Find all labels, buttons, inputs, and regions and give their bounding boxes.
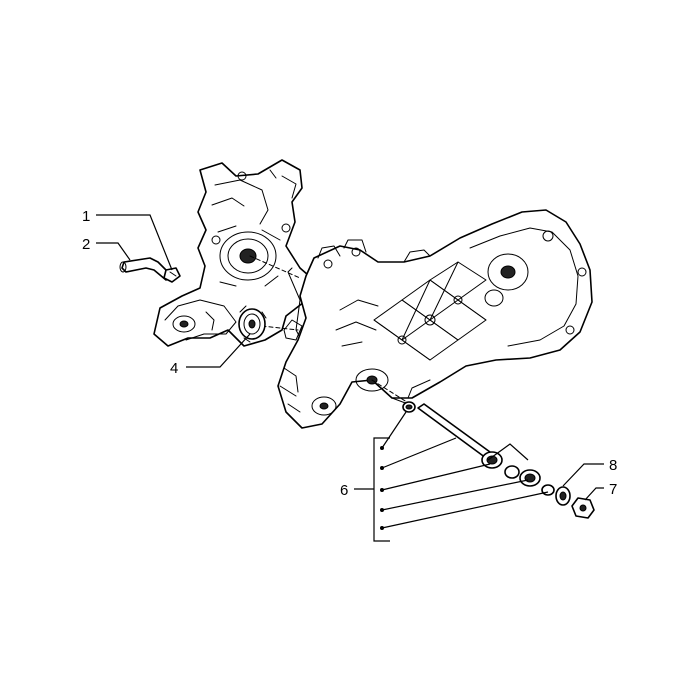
callout-4: 4 <box>170 360 178 377</box>
callout-7: 7 <box>609 481 617 498</box>
callout-6: 6 <box>340 482 348 499</box>
right-crankcase-half <box>277 209 593 429</box>
callout-8: 8 <box>609 457 617 474</box>
leader-dots <box>380 446 384 530</box>
callout-2: 2 <box>82 236 90 253</box>
left-crankcase-half <box>153 159 317 347</box>
hose-clip <box>163 267 181 283</box>
axis-line <box>249 255 301 279</box>
oil-seal <box>238 305 267 343</box>
gear-shaft-assembly <box>402 401 555 496</box>
breather-hose <box>119 257 171 281</box>
nut <box>571 497 595 519</box>
washer <box>555 486 571 506</box>
callout-1: 1 <box>82 208 90 225</box>
axis-line <box>371 379 411 405</box>
leader-lines <box>96 214 604 542</box>
axis-line <box>261 325 299 331</box>
